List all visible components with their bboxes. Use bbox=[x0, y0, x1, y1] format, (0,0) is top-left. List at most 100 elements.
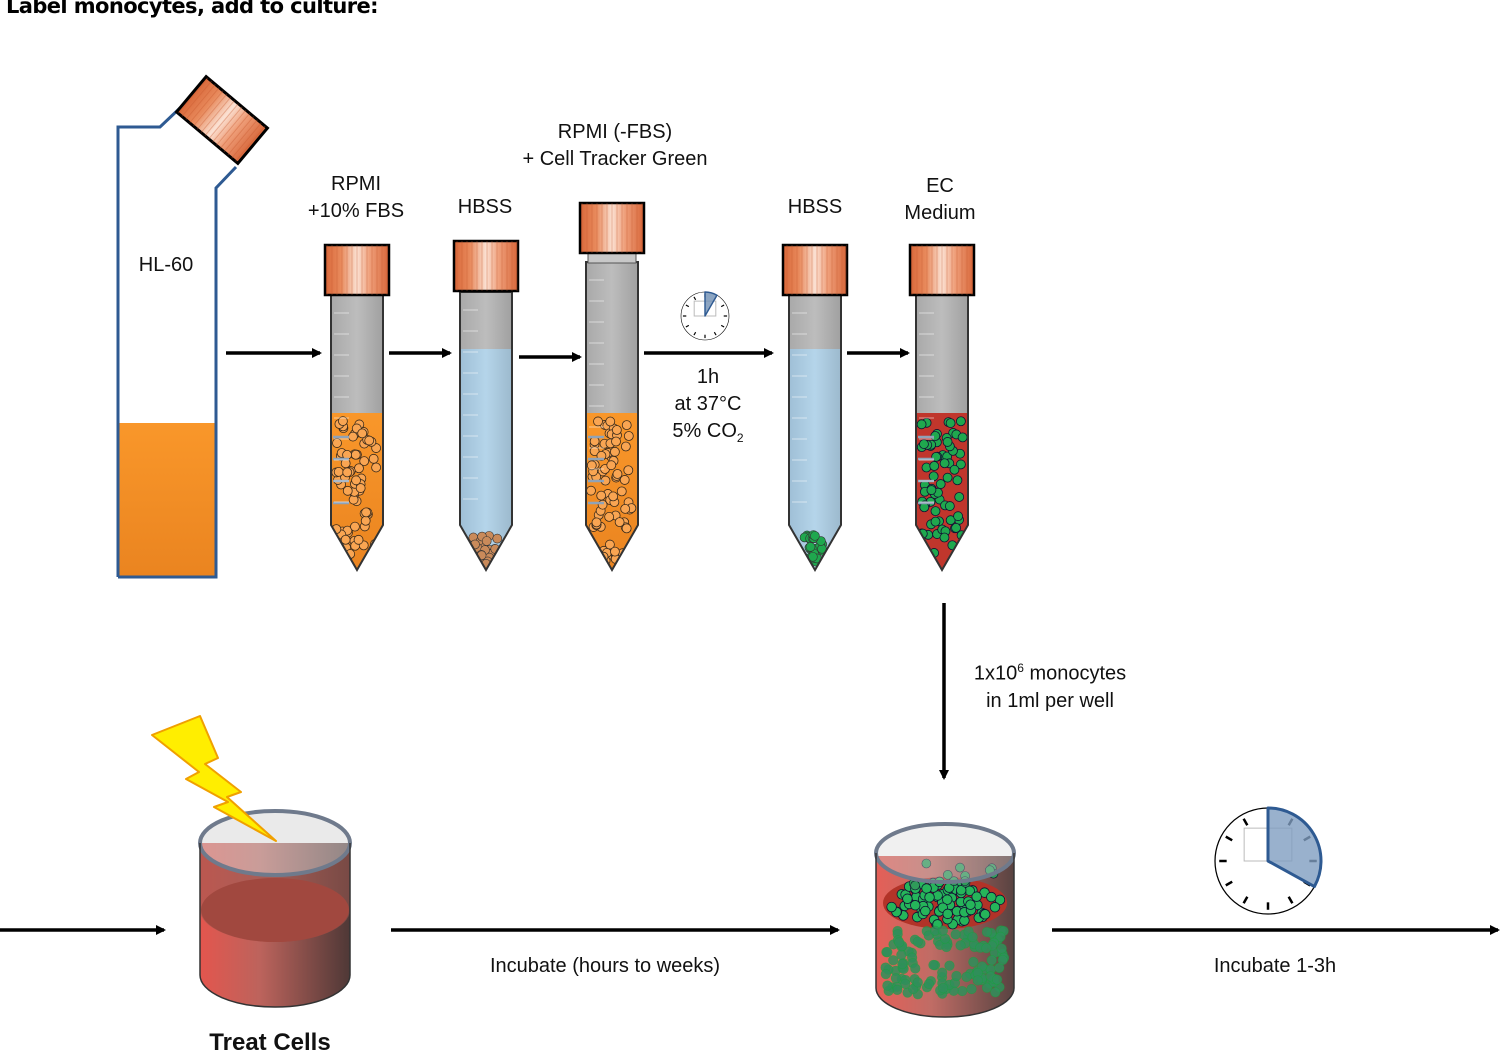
labeled-cell bbox=[930, 516, 941, 527]
labeled-cell bbox=[981, 926, 993, 938]
tube1-label-line1: RPMI bbox=[331, 173, 381, 195]
labeled-cell bbox=[944, 501, 955, 511]
tube4-label: HBSS bbox=[787, 196, 843, 218]
cell bbox=[621, 558, 632, 569]
labeled-cell bbox=[951, 522, 961, 533]
cell bbox=[611, 425, 622, 435]
cap-ridges bbox=[325, 245, 389, 295]
labeled-cell bbox=[942, 908, 953, 920]
labeled-cell bbox=[896, 949, 907, 961]
cell bbox=[596, 490, 607, 501]
labeled-cell bbox=[955, 940, 966, 951]
tube-5 bbox=[908, 243, 976, 572]
labeled-cell bbox=[968, 956, 979, 968]
labeled-cell bbox=[967, 931, 978, 943]
tube2-label: HBSS bbox=[457, 196, 513, 218]
cell bbox=[616, 486, 627, 497]
labeled-cell bbox=[890, 973, 902, 984]
labeled-cell bbox=[937, 925, 948, 936]
well-rim bbox=[874, 822, 1016, 884]
labeled-cell bbox=[955, 416, 966, 427]
labeled-cell bbox=[951, 970, 962, 982]
floating-cell bbox=[921, 858, 932, 869]
cell bbox=[610, 446, 620, 457]
labeled-cell bbox=[938, 983, 949, 994]
cell bbox=[367, 554, 377, 565]
cap-ridges bbox=[580, 203, 644, 253]
labeled-cell bbox=[939, 532, 950, 543]
labeled-cell bbox=[924, 892, 935, 903]
labeled-cell bbox=[930, 506, 941, 517]
labeled-cell bbox=[928, 959, 939, 971]
labeled-cell bbox=[928, 471, 939, 482]
labeled-cell bbox=[942, 437, 953, 447]
cell bbox=[361, 507, 372, 518]
labeled-cell bbox=[950, 929, 961, 940]
cell bbox=[360, 515, 371, 526]
labeled-cell bbox=[949, 464, 960, 475]
lightning-bolt-icon bbox=[151, 715, 277, 842]
tube-contents bbox=[789, 349, 841, 570]
labeled-cell bbox=[954, 492, 965, 502]
timer-clock-icon bbox=[680, 291, 730, 341]
cell bbox=[605, 416, 616, 427]
treated-well bbox=[198, 809, 352, 1008]
floating-cell bbox=[955, 862, 965, 873]
labeled-cell bbox=[916, 556, 927, 566]
cell bbox=[355, 483, 366, 493]
cell bbox=[623, 465, 634, 476]
labeled-cell bbox=[961, 971, 972, 983]
volume-per-well: in 1ml per well bbox=[986, 689, 1114, 712]
tube-1 bbox=[323, 243, 391, 572]
well-rim bbox=[198, 809, 352, 877]
cell bbox=[348, 431, 358, 442]
co2-text: 5% CO bbox=[672, 420, 737, 442]
tubes bbox=[323, 201, 976, 572]
elapsed-time-wedge bbox=[704, 291, 718, 317]
incubation-clock-icon bbox=[1214, 806, 1323, 915]
labeled-cell bbox=[956, 885, 967, 896]
incubation-duration: 1h bbox=[696, 366, 720, 388]
cell bbox=[604, 511, 615, 522]
labeled-cell bbox=[971, 891, 982, 902]
labeled-cell bbox=[986, 891, 997, 903]
labeled-cell bbox=[957, 985, 968, 997]
labeled-cell bbox=[882, 980, 893, 991]
cell-count-base: 1x10 bbox=[973, 662, 1018, 685]
incubation-conditions: 1h at 37°C 5% CO2 bbox=[648, 364, 768, 452]
tube-2 bbox=[452, 239, 520, 572]
labeled-cell bbox=[894, 937, 905, 948]
cell bbox=[338, 416, 348, 427]
cell bbox=[589, 446, 600, 457]
flask-outline bbox=[116, 106, 238, 579]
pelleted-cell bbox=[805, 542, 816, 552]
cap-ridges bbox=[783, 245, 847, 295]
incubate-short-label: Incubate 1-3h bbox=[1213, 955, 1337, 977]
labeled-cell bbox=[916, 419, 927, 430]
tube-thread bbox=[587, 252, 637, 264]
flask-label: HL-60 bbox=[138, 254, 194, 276]
cap-ridges bbox=[910, 245, 974, 295]
cell bbox=[623, 431, 634, 441]
tube3-label-line1: RPMI (-FBS) bbox=[557, 121, 673, 143]
labeled-cell bbox=[926, 485, 937, 495]
cell bbox=[357, 428, 368, 439]
labeled-cell bbox=[900, 978, 911, 989]
cell bbox=[334, 557, 345, 568]
labeled-cell bbox=[920, 905, 931, 917]
cell bbox=[606, 460, 617, 471]
tube-4 bbox=[781, 243, 849, 572]
labeled-cell bbox=[912, 977, 923, 988]
labeled-cell bbox=[979, 909, 991, 920]
clock-tick bbox=[685, 324, 690, 328]
transfer-note: 1x106 monocytes in 1ml per well bbox=[955, 655, 1145, 715]
clock-tick bbox=[1225, 835, 1233, 842]
labeled-cell bbox=[951, 552, 962, 563]
flask-cap bbox=[174, 74, 270, 166]
labeled-cell bbox=[897, 958, 908, 970]
cell bbox=[371, 462, 382, 473]
tube-contents bbox=[586, 413, 638, 570]
clock-tick bbox=[685, 304, 690, 308]
tube-3 bbox=[578, 201, 646, 572]
cell-count: 1x106 monocytes bbox=[955, 655, 1145, 688]
